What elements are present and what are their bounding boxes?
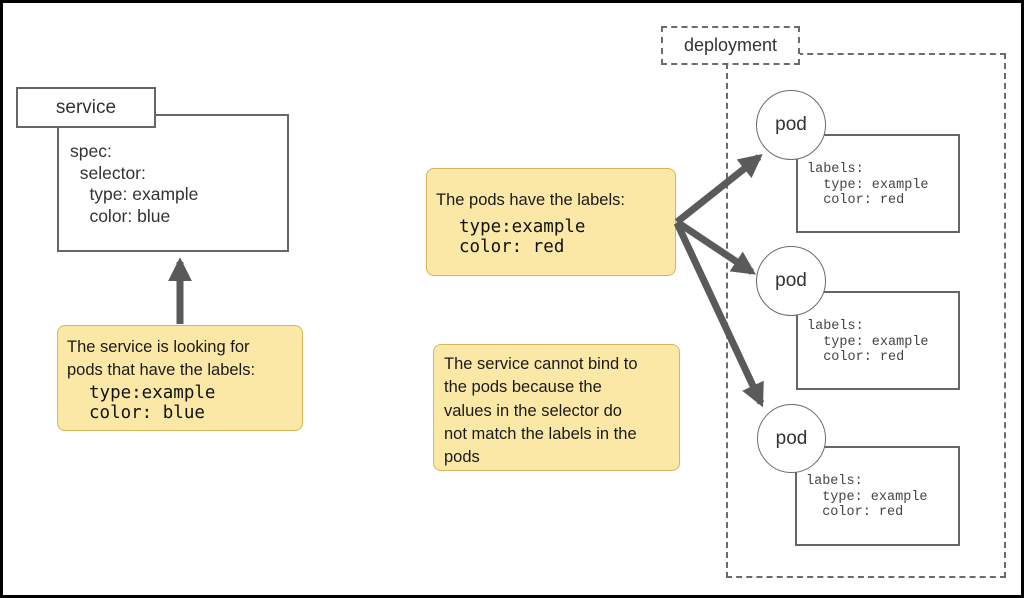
note-pod-labels-code: type:example color: red: [459, 217, 586, 257]
note-mismatch: The service cannot bind to the pods beca…: [433, 344, 680, 471]
pod-3-labels-text: labels: type: example color: red: [806, 474, 928, 520]
note-service-selector-text: The service is looking for pods that hav…: [67, 338, 256, 379]
note-pod-labels: The pods have the labels: type:example c…: [426, 168, 676, 276]
pod-3-circle: pod: [757, 404, 826, 473]
pod-1-labels-box: labels: type: example color: red: [796, 134, 960, 233]
service-title-box: service: [16, 87, 156, 128]
note-service-selector: The service is looking for pods that hav…: [57, 325, 303, 431]
note-pod-labels-text: The pods have the labels:: [436, 191, 625, 209]
pod-2-circle: pod: [756, 246, 826, 316]
pod-1-circle: pod: [756, 90, 826, 160]
service-spec-box: spec: selector: type: example color: blu…: [57, 114, 289, 252]
deployment-title: deployment: [683, 35, 778, 55]
note-mismatch-text: The service cannot bind to the pods beca…: [444, 355, 638, 467]
pod-1-labels-text: labels: type: example color: red: [807, 162, 929, 208]
service-title: service: [55, 96, 117, 118]
deployment-title-box: deployment: [661, 26, 800, 65]
pod-3-label: pod: [775, 427, 808, 449]
service-spec-text: spec: selector: type: example color: blu…: [70, 141, 199, 227]
pod-1-label: pod: [775, 114, 807, 135]
pod-2-labels-box: labels: type: example color: red: [796, 291, 960, 390]
pod-2-labels-text: labels: type: example color: red: [807, 319, 929, 365]
note-service-selector-code: type:example color: blue: [89, 383, 216, 423]
pod-3-labels-box: labels: type: example color: red: [795, 446, 960, 546]
pod-2-label: pod: [775, 270, 807, 291]
